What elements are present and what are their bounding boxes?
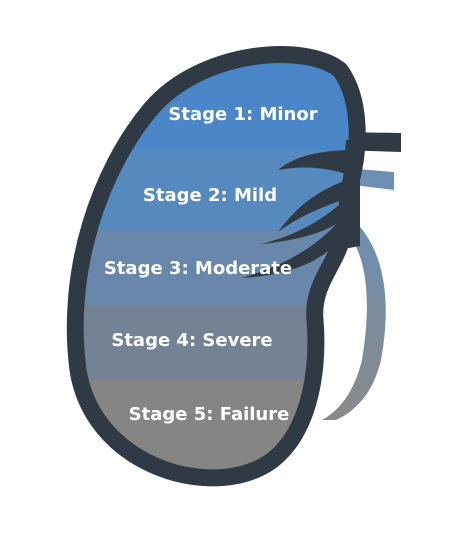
stage-5-label: Stage 5: Failure xyxy=(129,404,290,425)
stage-2-label: Stage 2: Mild xyxy=(143,185,277,206)
renal-calyces xyxy=(242,140,360,278)
stage-1-label: Stage 1: Minor xyxy=(168,104,317,125)
stage-4-label: Stage 4: Severe xyxy=(111,330,272,351)
stage-3-label: Stage 3: Moderate xyxy=(104,258,292,279)
ureter xyxy=(322,215,386,420)
